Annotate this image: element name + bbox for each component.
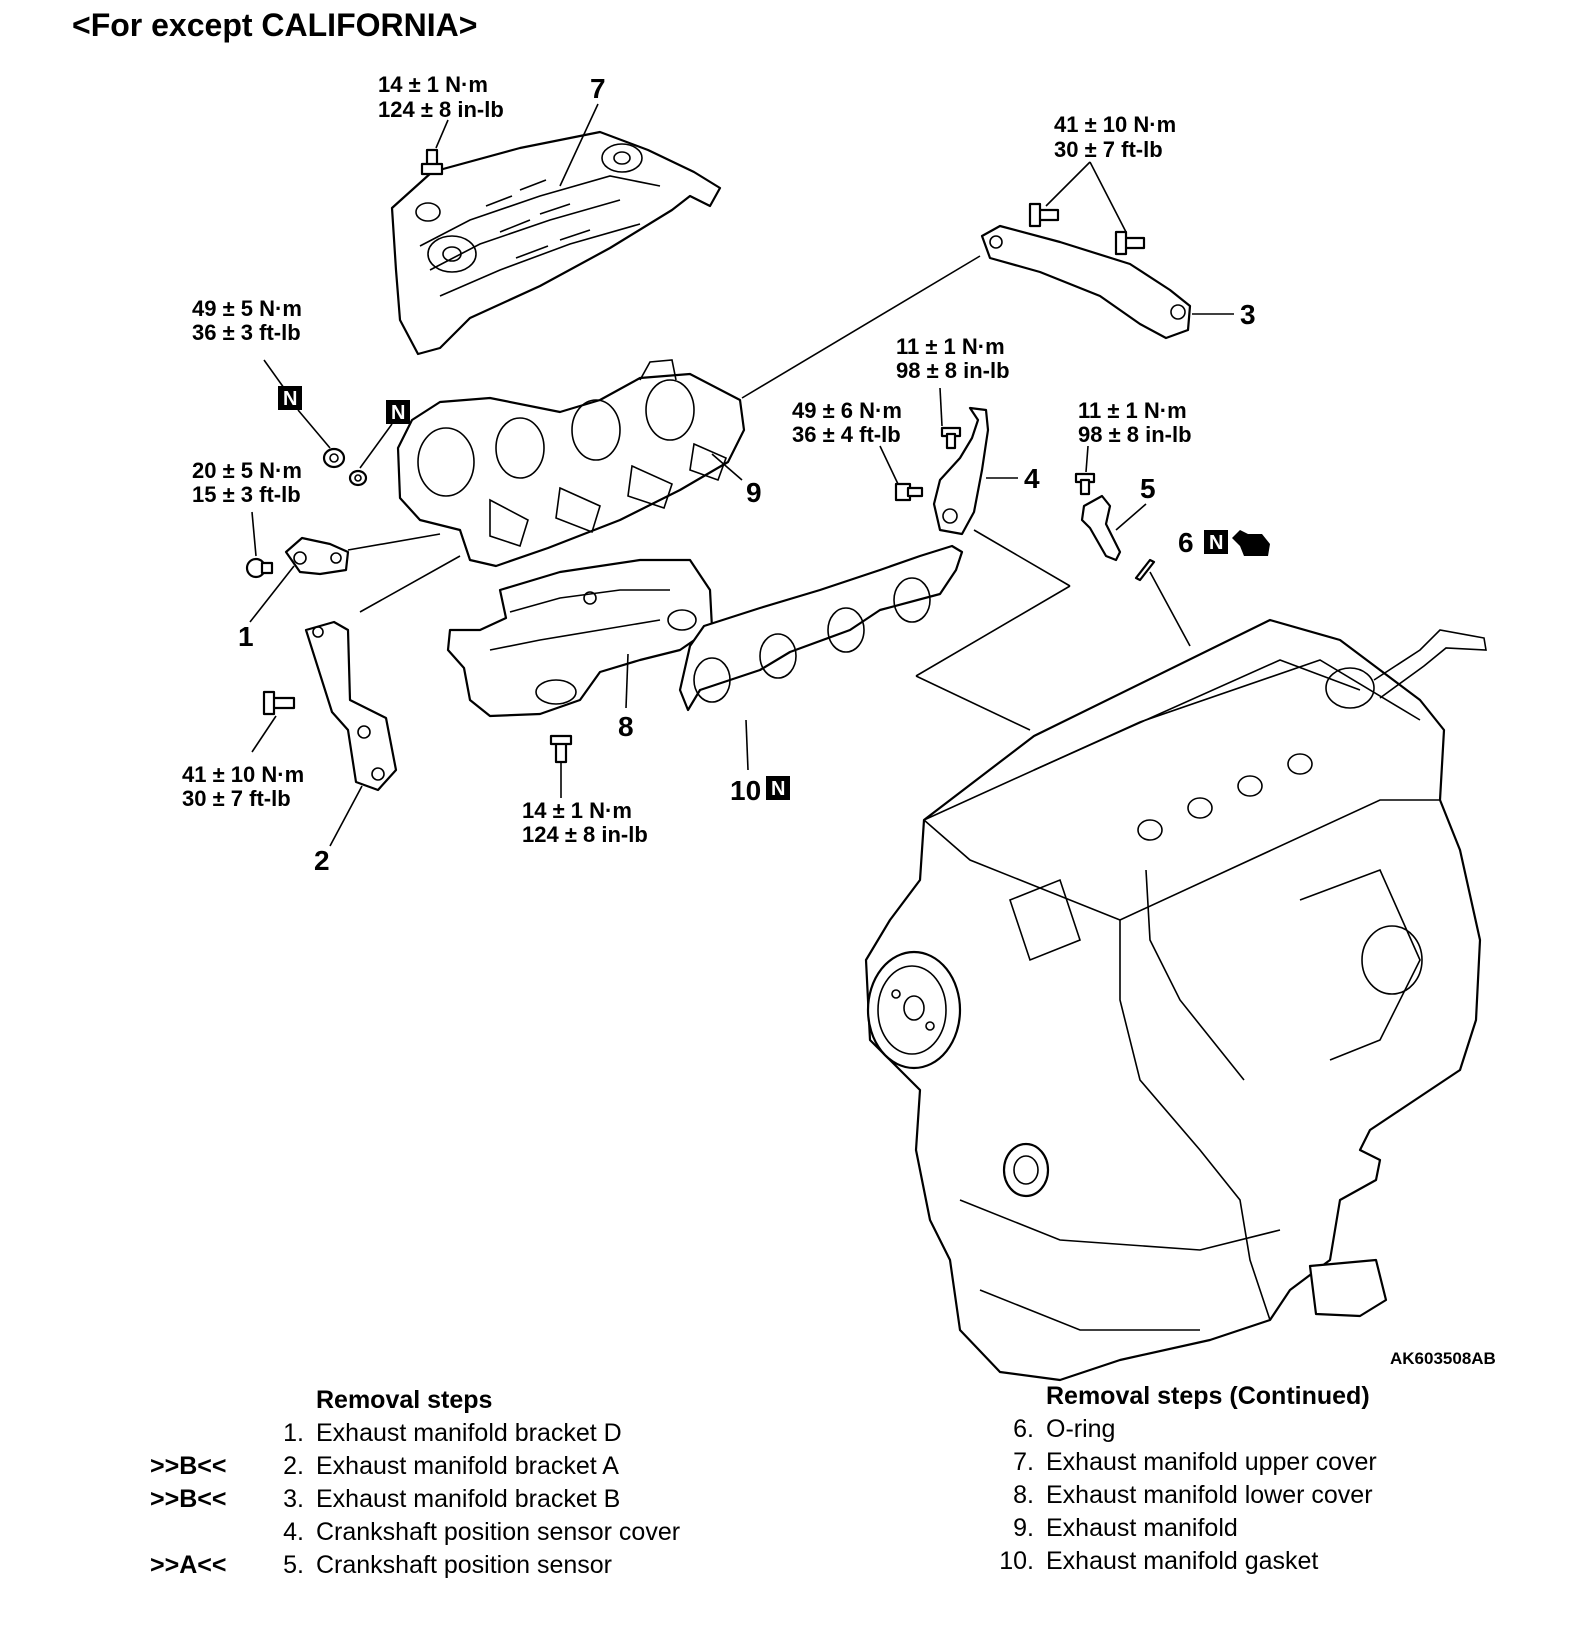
torque-manifold-nut-ftlb: 36 ± 3 ft-lb	[192, 320, 301, 345]
o-ring	[1134, 558, 1156, 582]
torque-cover-nut-nm: 49 ± 6 N·m	[792, 398, 902, 423]
list-item: 8. Exhaust manifold lower cover	[1013, 1481, 1373, 1509]
bracket-a-bolt	[262, 690, 296, 716]
oil-can-icon	[1232, 530, 1270, 556]
callout-7: 7	[590, 73, 606, 104]
page-title: <For except CALIFORNIA>	[72, 7, 477, 43]
removal-steps-heading: Removal steps	[316, 1386, 493, 1414]
list-item: 4. Crankshaft position sensor cover	[283, 1518, 681, 1546]
removal-steps-continued: Removal steps (Continued) 6. O-ring 7. E…	[988, 1380, 1377, 1578]
manifold-washer	[348, 469, 368, 487]
upper-cover-bolt	[420, 148, 444, 176]
exhaust-manifold	[396, 359, 746, 568]
new-part-badge	[278, 386, 302, 410]
torque-manifold-nut-nm: 49 ± 5 N·m	[192, 296, 302, 321]
torque-sensor-nm: 11 ± 1 N·m	[1078, 398, 1187, 423]
torque-bracket-b-nm: 41 ± 10 N·m	[1054, 112, 1176, 137]
torque-upper-cover-nm: 14 ± 1 N·m	[378, 72, 488, 97]
list-item: >>A<< 5. Crankshaft position sensor	[150, 1551, 612, 1579]
sensor-bolt	[1074, 472, 1096, 496]
exhaust-manifold-lower-cover	[446, 558, 714, 718]
callout-10: 10	[730, 775, 761, 806]
torque-bracket-d-ftlb: 15 ± 3 ft-lb	[192, 482, 301, 507]
list-item: 9. Exhaust manifold	[1013, 1514, 1238, 1542]
callout-3: 3	[1240, 299, 1256, 330]
manifold-nut	[322, 447, 346, 469]
new-part-badge	[386, 400, 410, 424]
exhaust-manifold-gasket	[678, 544, 964, 712]
list-item: >>B<< 3. Exhaust manifold bracket B	[150, 1485, 621, 1513]
removal-steps-continued-heading: Removal steps (Continued)	[1046, 1382, 1370, 1410]
crankshaft-position-sensor-cover	[932, 406, 990, 536]
exhaust-manifold-bracket-d	[284, 536, 350, 576]
torque-lower-cover-nm: 14 ± 1 N·m	[522, 798, 632, 823]
svg-text:N: N	[771, 778, 785, 800]
list-item: >>B<< 2. Exhaust manifold bracket A	[150, 1452, 619, 1480]
svg-text:N: N	[391, 402, 405, 424]
svg-text:N: N	[1209, 532, 1223, 554]
crankshaft-position-sensor	[1080, 494, 1122, 562]
torque-bracket-a-nm: 41 ± 10 N·m	[182, 762, 304, 787]
torque-upper-cover-inlb: 124 ± 8 in-lb	[378, 97, 504, 122]
torque-lower-cover-inlb: 124 ± 8 in-lb	[522, 822, 648, 847]
new-part-badge	[1204, 530, 1228, 554]
bracket-b-bolt	[1028, 202, 1146, 256]
torque-bracket-d-nm: 20 ± 5 N·m	[192, 458, 302, 483]
callout-8: 8	[618, 711, 634, 742]
callout-6: 6	[1178, 527, 1194, 558]
callout-2: 2	[314, 845, 330, 876]
torque-bracket-b-ftlb: 30 ± 7 ft-lb	[1054, 137, 1163, 162]
bracket-d-bolt	[245, 557, 274, 579]
torque-sensor-inlb: 98 ± 8 in-lb	[1078, 422, 1192, 447]
figure-code: AK603508AB	[1390, 1349, 1496, 1368]
callout-4: 4	[1024, 463, 1040, 494]
callout-9: 9	[746, 477, 762, 508]
torque-sensor-cover-inlb: 98 ± 8 in-lb	[896, 358, 1010, 383]
engine-assembly	[864, 618, 1487, 1382]
list-item: 6. O-ring	[1013, 1415, 1116, 1443]
sensor-cover-bolt	[940, 426, 962, 450]
exhaust-manifold-bracket-b	[980, 224, 1192, 340]
callout-1: 1	[238, 621, 254, 652]
list-item: 7. Exhaust manifold upper cover	[1013, 1448, 1377, 1476]
exhaust-manifold-bracket-a	[304, 620, 398, 792]
list-item: 1. Exhaust manifold bracket D	[283, 1419, 622, 1447]
svg-text:N: N	[283, 388, 297, 410]
removal-steps: Removal steps 1. Exhaust manifold bracke…	[150, 1384, 680, 1582]
torque-bracket-a-ftlb: 30 ± 7 ft-lb	[182, 786, 291, 811]
new-part-badge	[766, 776, 790, 800]
callout-5: 5	[1140, 473, 1156, 504]
sensor-cover-nut	[894, 482, 924, 502]
exhaust-manifold-upper-cover	[390, 130, 722, 356]
torque-sensor-cover-nm: 11 ± 1 N·m	[896, 334, 1005, 359]
list-item: 10. Exhaust manifold gasket	[999, 1547, 1319, 1575]
lower-cover-bolt	[549, 734, 573, 764]
torque-cover-nut-ftlb: 36 ± 4 ft-lb	[792, 422, 901, 447]
